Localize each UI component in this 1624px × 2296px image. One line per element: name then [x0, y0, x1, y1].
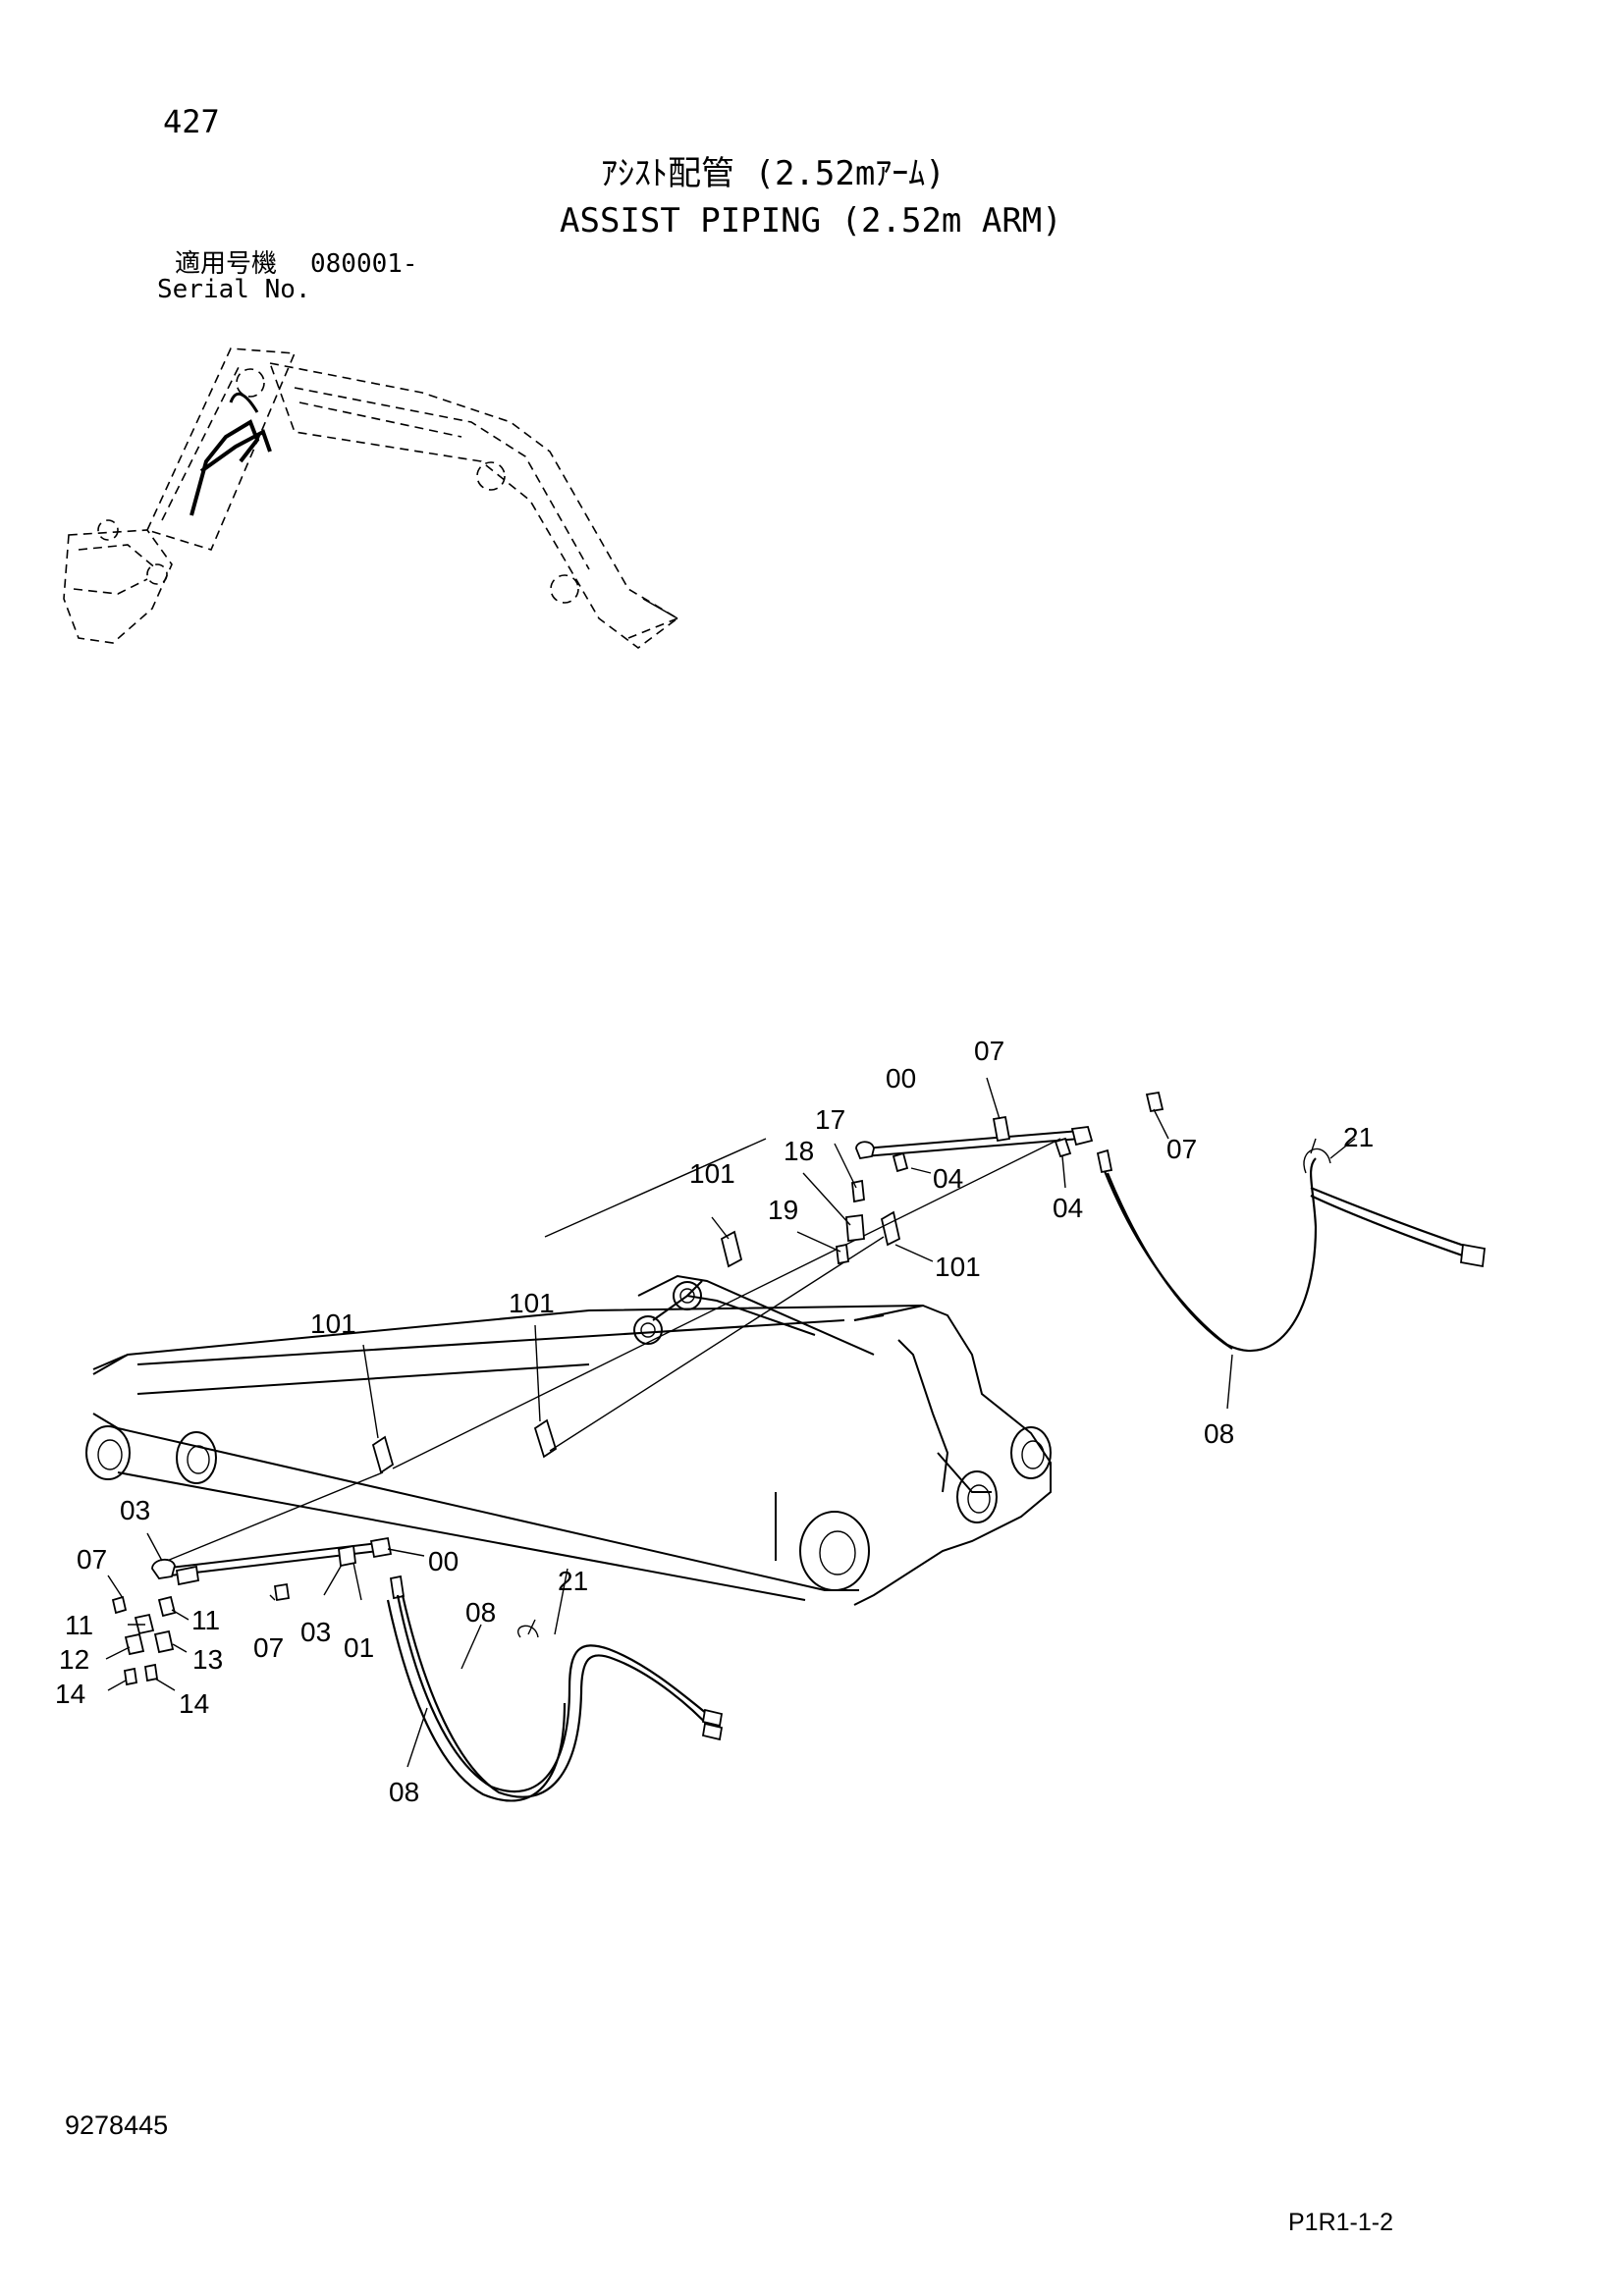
callout-00: 00	[428, 1546, 459, 1576]
callout-18: 18	[784, 1136, 814, 1166]
overview-inset	[63, 347, 679, 649]
callout-14: 14	[179, 1688, 209, 1719]
page-number: 427	[163, 103, 220, 140]
callouts: 07 00 17 18 101 19 04 07 04 21 101 101 1…	[55, 1036, 1374, 1807]
callout-07: 07	[77, 1544, 107, 1575]
serial-number-value: 080001-	[310, 249, 418, 279]
drawing-number: 9278445	[65, 2110, 169, 2140]
callout-03: 03	[300, 1617, 331, 1647]
callout-21: 21	[558, 1566, 588, 1596]
callout-19: 19	[768, 1195, 798, 1225]
callout-08: 08	[1204, 1418, 1234, 1449]
upper-piping	[836, 1091, 1486, 1352]
page-code: P1R1-1-2	[1288, 2209, 1393, 2236]
callout-08: 08	[389, 1777, 419, 1807]
callout-11: 11	[65, 1610, 93, 1640]
callout-21: 21	[1343, 1122, 1374, 1152]
callout-07: 07	[974, 1036, 1004, 1066]
callout-13: 13	[192, 1644, 223, 1675]
callout-12: 12	[59, 1644, 89, 1675]
arm-structure	[85, 1138, 1061, 1606]
title-japanese: ｱｼｽﾄ配管 (2.52mｱｰﾑ)	[601, 154, 946, 193]
callout-07: 07	[253, 1632, 284, 1663]
serial-label-japanese: 適用号機	[175, 249, 278, 279]
callout-14: 14	[55, 1679, 85, 1709]
callout-04: 04	[933, 1163, 963, 1194]
leader-lines	[105, 1077, 1356, 1768]
lower-piping	[111, 1536, 724, 1802]
callout-11: 11	[191, 1605, 220, 1635]
callout-17: 17	[815, 1104, 845, 1135]
callout-07: 07	[1166, 1134, 1197, 1164]
callout-101: 101	[509, 1288, 555, 1318]
title-english: ASSIST PIPING (2.52m ARM)	[560, 201, 1062, 240]
callout-00: 00	[886, 1063, 916, 1094]
callout-08: 08	[465, 1597, 496, 1628]
callout-101: 101	[310, 1308, 356, 1339]
callout-101: 101	[935, 1252, 981, 1282]
callout-03: 03	[120, 1495, 150, 1525]
callout-04: 04	[1053, 1193, 1083, 1223]
serial-label-english: Serial No.	[157, 275, 311, 304]
callout-101: 101	[689, 1158, 735, 1189]
callout-01: 01	[344, 1632, 374, 1663]
